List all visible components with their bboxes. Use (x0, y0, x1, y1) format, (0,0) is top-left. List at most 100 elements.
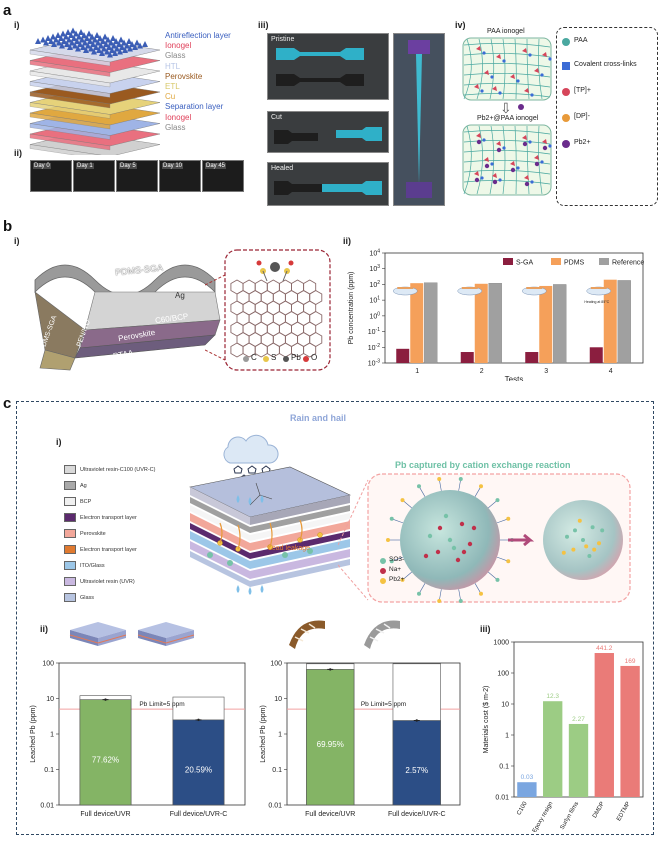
tp-ion (542, 52, 547, 57)
pb-ion (474, 177, 480, 183)
surface-ion (389, 516, 394, 521)
stretch-photo (393, 33, 445, 206)
ion-dot (597, 541, 601, 546)
panel-c-i-label: i) (56, 437, 62, 447)
o-atom (256, 260, 262, 266)
surface-chain (391, 556, 404, 562)
crosslink-dot (528, 53, 532, 57)
panel-a-iii-label: iii) (258, 20, 269, 30)
layer-legend-row: Perovskite (64, 529, 106, 539)
tp-ion (524, 88, 529, 93)
x-tick-label: 4 (609, 368, 613, 375)
surface-ion (458, 476, 463, 481)
ion-label: SO3- (389, 556, 405, 563)
day-photo: Day 0 (30, 160, 72, 192)
y-tick-label: 0.1 (499, 764, 509, 771)
x-tick-label: Surlyn films (560, 801, 581, 831)
bar-sga (589, 347, 603, 363)
stack-layer-side (29, 112, 111, 130)
stack-layer-side (29, 123, 111, 140)
mean-marker (329, 668, 332, 671)
healed-sample (274, 181, 382, 195)
layer-legend-label: BCP (80, 498, 92, 505)
antireflection-pyramid (55, 32, 61, 38)
crosslink-dot (540, 160, 544, 164)
y-tick-label: 1000 (493, 640, 509, 647)
tp-ion (492, 86, 497, 91)
paa-ionogel-network (462, 37, 552, 101)
y-tick-label: 101 (369, 296, 380, 305)
polymer-chain (526, 38, 530, 100)
y-tick-exponent: 0 (377, 311, 380, 317)
stretched-sample (406, 40, 432, 198)
cost-bar (568, 723, 589, 797)
y-axis-label: Materials cost ($ m-2) (483, 686, 490, 754)
crosslink-dot (516, 166, 520, 170)
crosslink-dot (530, 180, 534, 184)
layer-legend-row: ITO/Glass (64, 561, 105, 571)
legend-iv-swatch (562, 140, 570, 148)
ion-dot (577, 518, 582, 523)
legend-label: PDMS (564, 260, 585, 267)
pb-ion (496, 147, 502, 153)
x-tick-label: Full device/UVR-C (170, 811, 228, 818)
bar-pdms (474, 283, 488, 363)
ion-label: Na+ (389, 566, 402, 573)
layer-legend-label: Glass (80, 594, 95, 601)
stack-layer-side (29, 133, 111, 151)
y-axis-label: Leached Pb (ppm) (260, 705, 267, 763)
crosslink-dot (548, 144, 552, 148)
flex-device-icon-uvr-c (364, 620, 400, 649)
cloud-icon (223, 434, 279, 464)
x-tick-label: Full device/UVR (305, 811, 355, 818)
ion-dot (600, 528, 605, 533)
cost-bar (517, 782, 537, 797)
ion-swatch (380, 578, 386, 584)
y-tick-label: 1 (278, 732, 282, 739)
antireflection-pyramid (40, 36, 46, 43)
pb-ion (534, 161, 540, 167)
day-label: Day 1 (76, 163, 94, 169)
layer-label: Separation layer (165, 102, 224, 112)
tp-ion (484, 70, 489, 75)
pristine-label: Pristine (271, 36, 295, 43)
cut-label: Cut (271, 114, 282, 121)
surface-ion (479, 591, 483, 596)
layer-legend-label: ITO/Glass (80, 562, 105, 569)
antireflection-pyramid (60, 30, 66, 37)
layer-legend-swatch (64, 481, 76, 490)
value-label: 2.27 (572, 716, 585, 723)
pristine-photo: Pristine (267, 33, 389, 100)
legend-swatch (599, 258, 609, 265)
polymer-chain (489, 38, 495, 100)
ion-dot (587, 554, 592, 558)
tp-ion (474, 171, 479, 176)
antireflection-pyramid (142, 41, 148, 47)
antireflection-pyramid (126, 38, 132, 44)
tp-ion (476, 46, 481, 51)
ion-dot (443, 513, 449, 519)
antireflection-pyramid (45, 35, 51, 41)
layer-legend-swatch (64, 561, 76, 570)
ion-dot (451, 545, 457, 551)
y-tick-exponent: -3 (376, 359, 381, 365)
antireflection-pyramid (110, 35, 116, 41)
layer-legend-label: Electron transport layer (80, 546, 137, 553)
antireflection-pyramid (118, 36, 124, 43)
tp-ion (542, 139, 547, 144)
panel-a-ii-label: ii) (14, 148, 22, 158)
layer-legend-label: Ultraviolet resin (UVR) (80, 578, 135, 585)
layer-label: ETL (165, 82, 180, 91)
stack-layer-side (29, 144, 102, 155)
x-axis-label: Tests (505, 375, 524, 381)
surface-ion (506, 559, 511, 564)
y-tick-label: 10-2 (368, 343, 380, 352)
pb-dot-icon (518, 104, 524, 110)
atom-swatch (303, 356, 309, 362)
polymer-chain (463, 130, 551, 135)
layer-label: Ionogel (165, 112, 192, 122)
tp-ion (524, 175, 529, 180)
x-tick-label: 1 (415, 368, 419, 375)
ion-dot (467, 541, 473, 547)
device-stack-illustration (29, 27, 161, 155)
